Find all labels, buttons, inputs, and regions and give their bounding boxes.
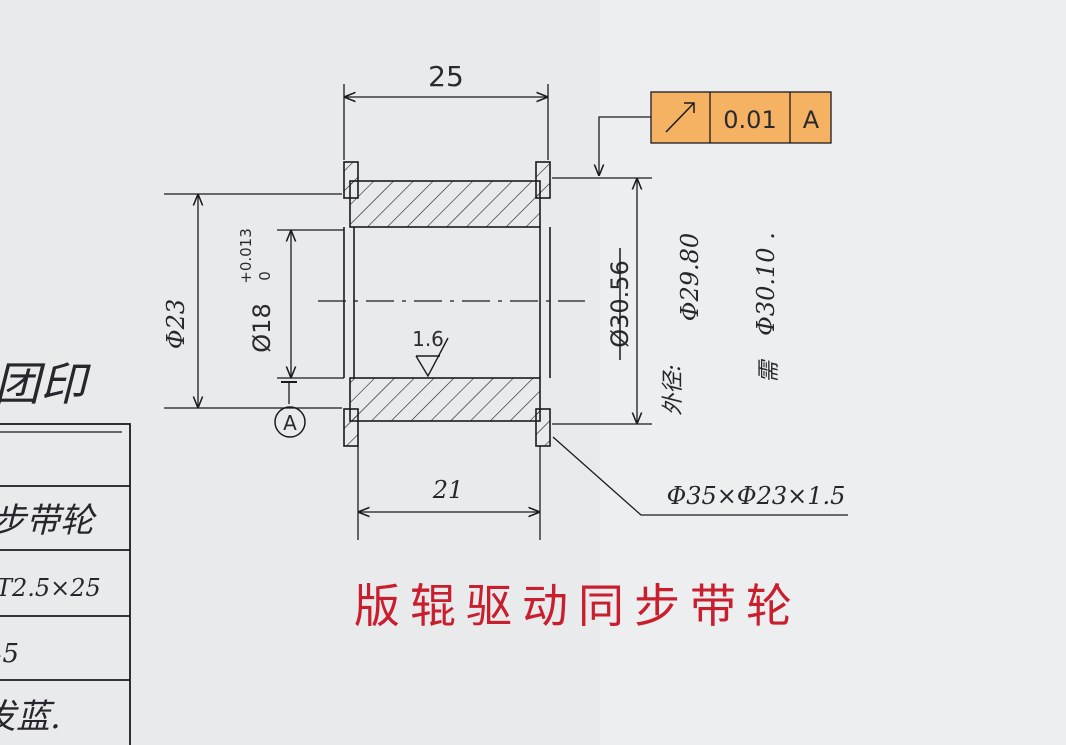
datum-circle [274, 406, 306, 438]
tolerance-frame: 0.01 A [650, 91, 832, 144]
outer-diameter-alt2: Φ30.10 . [752, 232, 780, 336]
circular-runout-icon [665, 102, 695, 133]
title-block-row-3: 45 [0, 639, 19, 669]
part-section [318, 161, 585, 447]
title-block-row-2: T2.5×25 [0, 574, 101, 602]
tolerance-value: 0.01 [723, 106, 776, 134]
flange-spec-label: Φ35×Φ23×1.5 [667, 482, 846, 510]
outer-label-1: 外径: [661, 364, 686, 415]
outer-diameter-alt1: Φ29.80 [676, 233, 704, 321]
title-block-row-4: 发蓝. [0, 697, 61, 737]
top-left-fragment: 团印 [0, 357, 91, 411]
bore-tol-upper: +0.013 [237, 228, 255, 284]
title-block-row-1: 步带轮 [0, 501, 97, 541]
flange-leader [552, 436, 848, 516]
datum-label: A [283, 411, 297, 435]
bore-tol-lower: 0 [256, 271, 274, 281]
title-block [0, 423, 131, 745]
surface-roughness-label: 1.6 [412, 327, 444, 351]
surface-roughness-symbol [415, 337, 449, 378]
bore-diameter-label: Ø18 [248, 303, 276, 352]
tolerance-leader [599, 116, 651, 176]
hub-diameter-label: Φ23 [162, 299, 190, 349]
bore-length-label: 21 [432, 476, 464, 504]
part-title: 版辊驱动同步带轮 [354, 579, 802, 633]
tolerance-datum: A [803, 106, 820, 134]
outer-label-2: 需 [757, 358, 782, 383]
overall-length-label: 25 [428, 60, 464, 93]
